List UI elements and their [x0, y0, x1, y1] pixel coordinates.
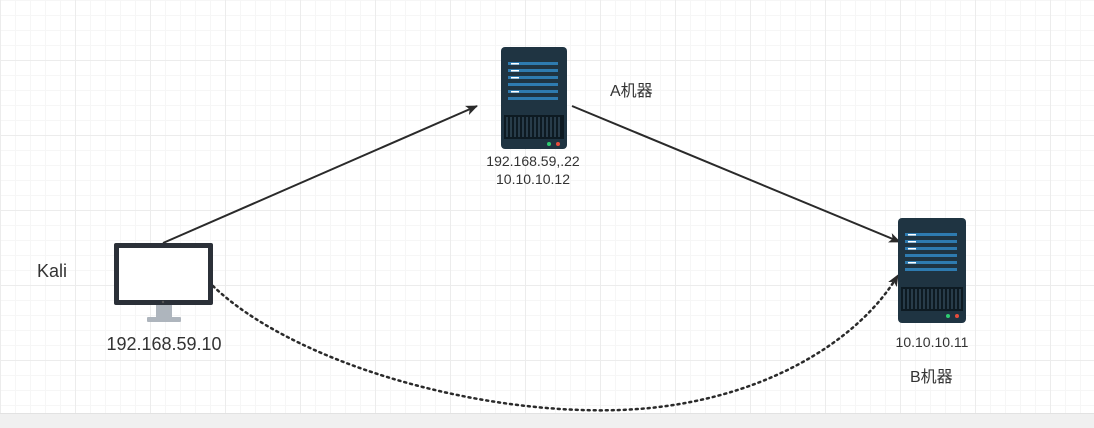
arrow-kali-to-a [162, 105, 478, 244]
machine-b-ip-label: 10.10.10.11 [895, 334, 969, 350]
machine-a-name-label: A机器 [610, 83, 653, 100]
server-icon-a [501, 47, 567, 149]
server-icon-b [898, 218, 966, 323]
monitor-icon [114, 243, 213, 322]
bottom-bar [0, 413, 1094, 428]
arrow-a-to-b [571, 105, 901, 243]
machine-a-ip1-label: 192.168.59,.22 [486, 153, 580, 169]
machine-a-ip2-label: 10.10.10.12 [496, 171, 570, 187]
kali-ip-label: 192.168.59.10 [106, 334, 222, 354]
kali-name-label: Kali [37, 261, 68, 281]
machine-b-name-label: B机器 [910, 369, 953, 386]
dotted-arrow-kali-to-b [211, 273, 900, 412]
